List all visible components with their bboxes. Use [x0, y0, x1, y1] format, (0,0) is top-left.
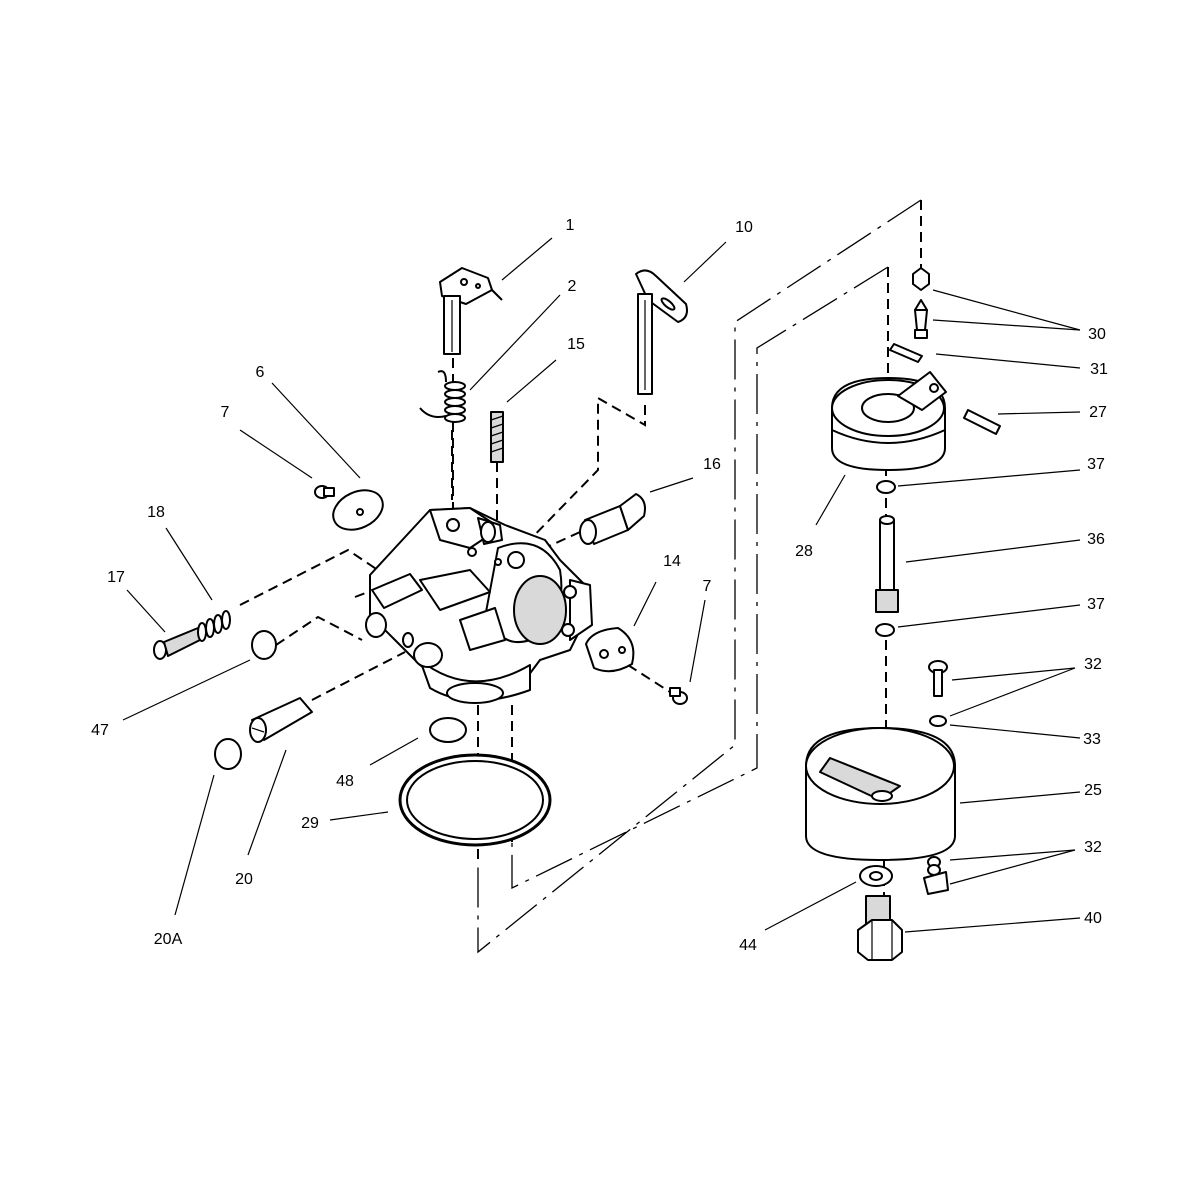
callout-29: 29	[301, 815, 319, 832]
part-29-gasket	[398, 753, 552, 847]
callout-36: 36	[1087, 531, 1105, 548]
part-7-screw-left	[314, 485, 335, 499]
part-28-float	[831, 371, 947, 471]
part-7-screw-right	[669, 687, 688, 705]
callout-7-right: 7	[703, 578, 712, 595]
part-1-throttle-shaft	[439, 267, 503, 355]
callout-33: 33	[1083, 731, 1101, 748]
part-10-choke-shaft	[635, 269, 688, 395]
callout-18: 18	[147, 504, 165, 521]
leader-lines	[122, 237, 1081, 933]
part-36-inlet-needle	[875, 515, 899, 613]
callout-6: 6	[256, 364, 265, 381]
part-16-fuel-inlet	[579, 493, 646, 545]
callout-14: 14	[663, 553, 681, 570]
callout-1: 1	[566, 217, 575, 234]
callout-40: 40	[1084, 910, 1102, 927]
callout-15: 15	[567, 336, 585, 353]
callout-20a: 20A	[154, 931, 183, 948]
part-15-spring	[490, 411, 504, 463]
callout-44: 44	[739, 937, 757, 954]
part-14-plate	[585, 627, 635, 673]
part-32-pin	[928, 660, 948, 697]
part-47-plug	[251, 630, 277, 660]
part-25-float-bowl	[805, 727, 956, 861]
callout-32-bottom: 32	[1084, 839, 1102, 856]
part-37-o-ring-bottom	[875, 623, 895, 637]
part-27-pin	[963, 409, 1001, 435]
part-40-bowl-nut	[857, 895, 903, 961]
part-20-main-jet	[249, 697, 313, 743]
callout-labels: 1 2 15 10 6 7 18 17 16 14 7 47 48 29 20 …	[91, 217, 1108, 954]
callout-37-bottom: 37	[1087, 596, 1105, 613]
callout-10: 10	[735, 219, 753, 236]
carburetor-body	[365, 507, 593, 704]
part-17-idle-screw	[153, 627, 205, 660]
part-20a-cap	[214, 738, 242, 770]
part-37-o-ring-top	[876, 480, 896, 494]
part-32-spring-clip	[923, 856, 949, 895]
callout-25: 25	[1084, 782, 1102, 799]
part-30-nut-and-needle	[912, 267, 930, 339]
callout-37-top: 37	[1087, 456, 1105, 473]
callout-31: 31	[1090, 361, 1108, 378]
part-31-clip	[889, 343, 923, 363]
part-33-washer	[929, 715, 947, 727]
part-2-throttle-spring	[419, 370, 466, 423]
callout-20: 20	[235, 871, 253, 888]
callout-30: 30	[1088, 326, 1106, 343]
callout-2: 2	[568, 278, 577, 295]
callout-7-left: 7	[221, 404, 230, 421]
callout-48: 48	[336, 773, 354, 790]
assembly-phantom-lines	[477, 199, 922, 954]
part-18-spring	[197, 610, 231, 642]
part-44-washer	[859, 865, 893, 887]
callout-27: 27	[1089, 404, 1107, 421]
callout-17: 17	[107, 569, 125, 586]
part-48-seal	[429, 717, 467, 743]
callout-16: 16	[703, 456, 721, 473]
callout-47: 47	[91, 722, 109, 739]
callout-32-top: 32	[1084, 656, 1102, 673]
part-6-cover	[332, 489, 384, 531]
callout-28: 28	[795, 543, 813, 560]
